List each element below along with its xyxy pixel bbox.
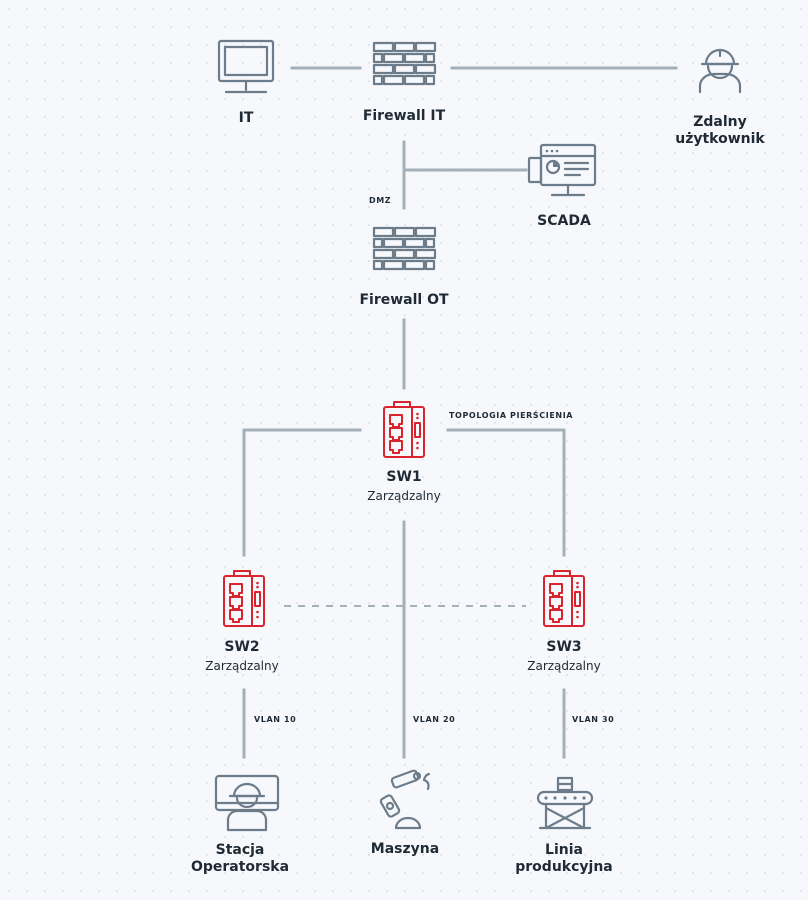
node-operator-station[interactable]: Stacja Operatorska (191, 770, 289, 875)
firewall-icon (371, 40, 437, 86)
operator-workstation-icon (212, 770, 282, 832)
managed-switch-icon (381, 400, 427, 460)
scada-monitor-icon (527, 140, 600, 202)
vlan10-label: VLAN 10 (254, 715, 296, 724)
firewall-icon (371, 225, 437, 271)
production-line-label-line2: produkcyjna (515, 859, 612, 875)
operator-station-label-line2: Operatorska (191, 859, 289, 875)
sw2-label: SW2 (224, 639, 259, 655)
sw1-label: SW1 (386, 469, 421, 485)
link-sw1-sw2 (242, 428, 362, 557)
node-machine[interactable]: Maszyna (371, 768, 439, 857)
production-line-label-line1: Linia (545, 842, 583, 858)
node-it[interactable]: IT (217, 39, 275, 126)
node-sw2[interactable]: SW2 Zarządzalny (205, 569, 279, 673)
dmz-label: DMZ (369, 196, 391, 205)
sw1-sublabel: Zarządzalny (367, 489, 440, 503)
sw3-sublabel: Zarządzalny (527, 659, 600, 673)
it-label: IT (239, 110, 254, 126)
node-production-line[interactable]: Linia produkcyjna (515, 772, 613, 875)
node-sw1[interactable]: SW1 Zarządzalny (367, 400, 441, 503)
node-firewall-ot[interactable]: Firewall OT (359, 225, 449, 308)
ring-topology-label: TOPOLOGIA PIERŚCIENIA (449, 409, 573, 420)
machine-label: Maszyna (371, 841, 439, 857)
vlan30-label: VLAN 30 (572, 715, 614, 724)
firewall-ot-label: Firewall OT (359, 292, 449, 308)
remote-user-label-line2: użytkownik (675, 131, 765, 147)
managed-switch-icon (221, 569, 267, 629)
node-scada[interactable]: SCADA (527, 140, 600, 229)
remote-user-label-line1: Zdalny (693, 114, 747, 130)
managed-switch-icon (541, 569, 587, 629)
vlan20-label: VLAN 20 (413, 715, 455, 724)
monitor-icon (217, 39, 275, 94)
robot-arm-icon (376, 768, 434, 832)
firewall-it-label: Firewall IT (363, 108, 446, 124)
link-sw1-sw3 (446, 428, 566, 557)
connections (242, 66, 678, 759)
operator-station-label-line1: Stacja (216, 842, 265, 858)
node-remote-user[interactable]: Zdalny użytkownik (675, 42, 765, 147)
node-firewall-it[interactable]: Firewall IT (363, 40, 446, 124)
node-sw3[interactable]: SW3 Zarządzalny (527, 569, 601, 673)
worker-helmet-icon (694, 42, 746, 94)
sw2-sublabel: Zarządzalny (205, 659, 278, 673)
conveyor-icon (532, 772, 598, 832)
sw3-label: SW3 (546, 639, 581, 655)
scada-label: SCADA (537, 213, 591, 229)
